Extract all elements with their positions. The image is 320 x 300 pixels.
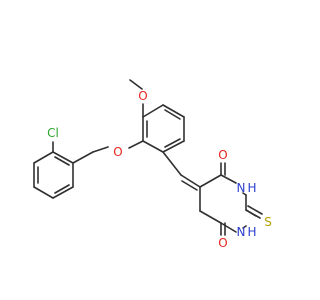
ether-oxygen-label: O — [113, 145, 122, 159]
molecule-structure: Cl O O O O N H N H S — [0, 0, 300, 300]
bond — [129, 79, 143, 90]
bond — [162, 151, 182, 176]
methoxy-oxygen-label: O — [138, 89, 147, 103]
bond — [220, 222, 237, 233]
bond — [247, 205, 263, 215]
bond — [54, 156, 70, 166]
atom-labels: Cl O O O O N H N H S — [47, 89, 272, 250]
nitrogen-top-label: N — [237, 181, 246, 195]
bond — [180, 174, 201, 188]
bond — [199, 174, 222, 188]
bond — [181, 180, 198, 191]
bond — [33, 186, 54, 199]
bond — [242, 225, 247, 229]
bond — [72, 151, 94, 164]
bond — [164, 138, 181, 148]
bond — [52, 186, 74, 199]
sulfur-atom-label: S — [264, 215, 272, 229]
hydrogen-bottom-label: H — [247, 225, 256, 239]
bond — [220, 174, 237, 184]
bond — [128, 140, 144, 149]
bond — [52, 151, 74, 164]
background — [0, 0, 300, 300]
bond — [92, 146, 109, 153]
hydrogen-top-label: H — [247, 181, 256, 195]
bond — [142, 104, 164, 118]
bonds — [33, 79, 263, 236]
bond — [162, 104, 185, 118]
bond — [142, 140, 164, 153]
bond — [199, 210, 222, 224]
bond — [245, 209, 261, 219]
nitrogen-bottom-label: N — [237, 225, 246, 239]
carbonyl-oxygen-top-label: O — [218, 148, 227, 162]
bond — [162, 140, 185, 153]
bond — [164, 109, 181, 120]
chlorine-atom-label: Cl — [47, 126, 59, 140]
bond — [54, 184, 70, 194]
bond — [242, 192, 247, 196]
molecule-canvas: Cl O O O O N H N H S — [0, 0, 300, 300]
carbonyl-oxygen-bottom-label: O — [218, 236, 227, 250]
bond — [33, 151, 54, 164]
